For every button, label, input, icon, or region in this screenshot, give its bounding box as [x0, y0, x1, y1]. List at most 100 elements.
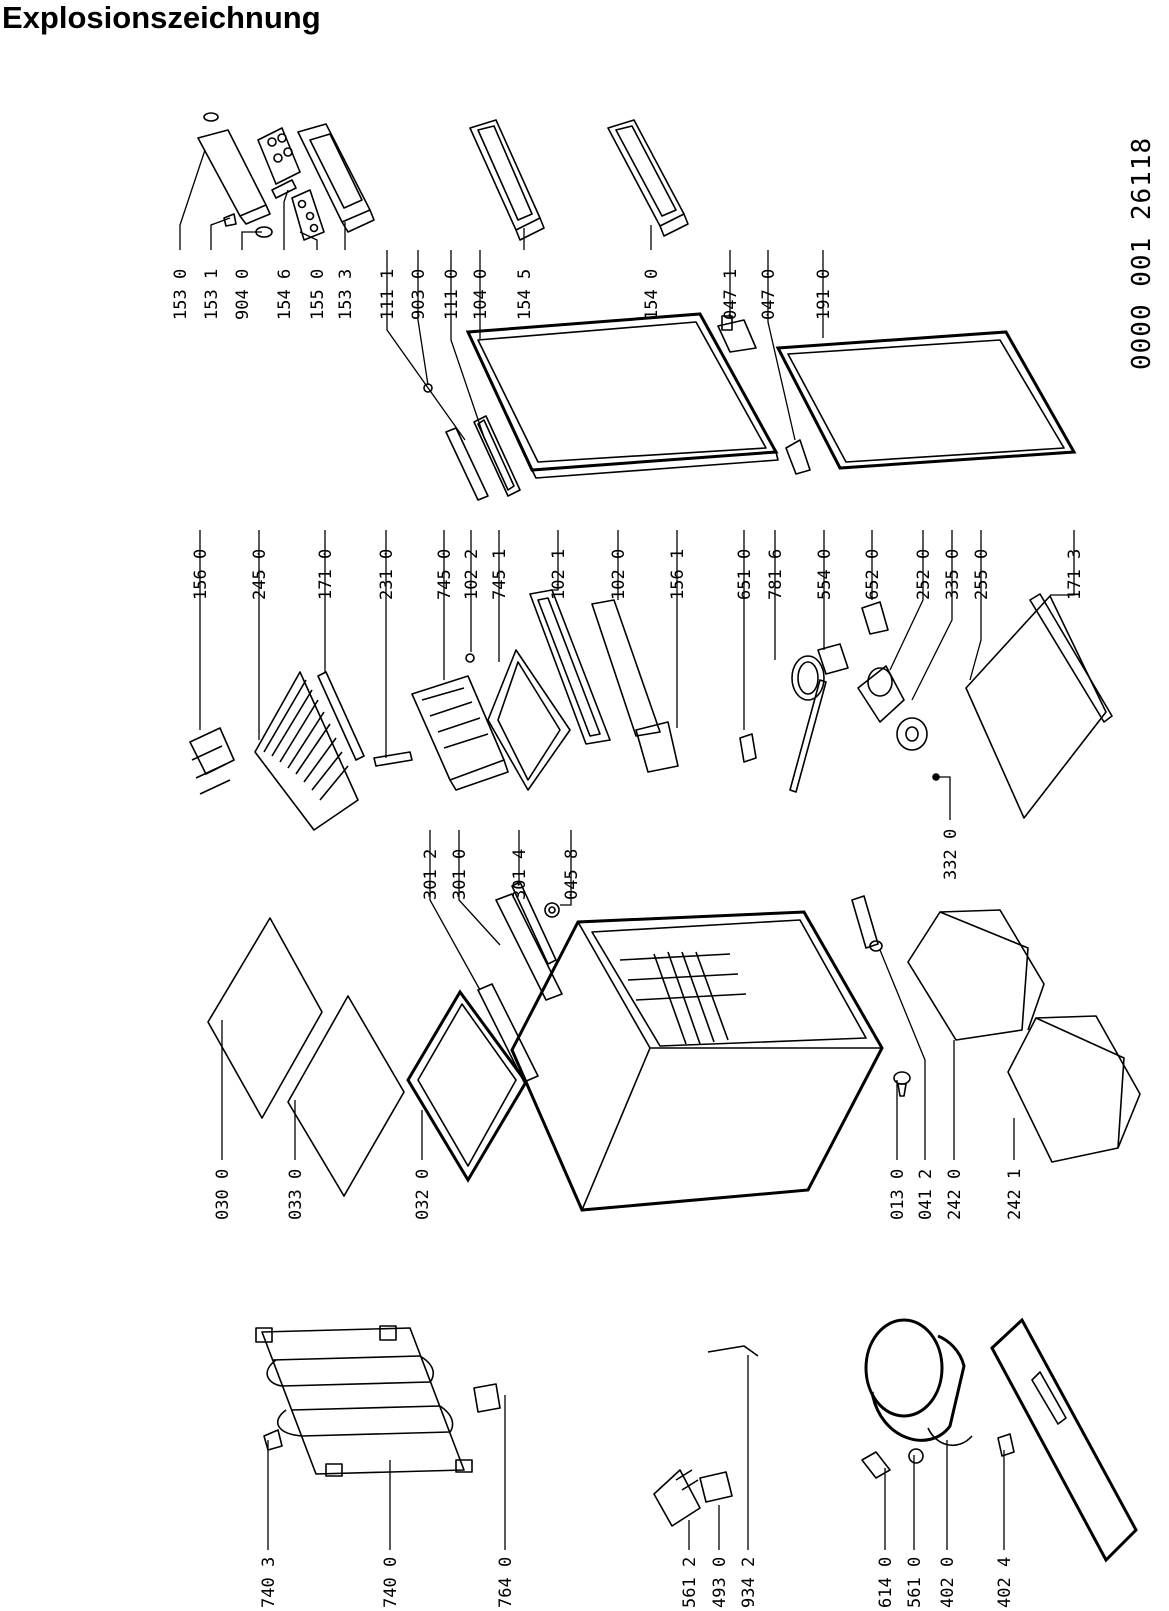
wire-shelf-245-0 — [254, 671, 359, 831]
hinge-pin-045-8 — [544, 902, 560, 918]
foot-041-2 — [869, 940, 883, 952]
label-154-6: 154 6 — [275, 269, 295, 320]
overload-493-0 — [699, 1471, 733, 1503]
flap-102-0 — [591, 599, 661, 737]
box-156-1 — [635, 721, 679, 773]
grommet-614-0 — [861, 1451, 891, 1479]
crisper-242-1 — [1007, 1015, 1141, 1163]
label-934-2: 934 2 — [739, 1557, 759, 1608]
relay-561-2 — [653, 1469, 701, 1527]
label-561-0: 561 0 — [905, 1557, 925, 1608]
label-154-5: 154 5 — [515, 269, 535, 320]
lamp-housing-252-0 — [857, 665, 905, 723]
freezer-door-102-1 — [529, 589, 611, 745]
door-shelf-154-5 — [469, 119, 545, 241]
label-102-2: 102 2 — [462, 549, 482, 600]
worktop-032-0 — [406, 989, 528, 1183]
label-561-2: 561 2 — [680, 1557, 700, 1608]
door-shelf-154-0 — [607, 119, 689, 237]
label-102-0: 102 0 — [609, 549, 629, 600]
label-402-0: 402 0 — [938, 1557, 958, 1608]
label-652-0: 652 0 — [863, 549, 883, 600]
label-153-1: 153 1 — [202, 269, 222, 320]
drip-tray-745-1 — [487, 649, 571, 791]
strip-301-0 — [495, 893, 563, 1001]
label-554-0: 554 0 — [815, 549, 835, 600]
label-191-0: 191 0 — [814, 269, 834, 320]
rod-781-6 — [789, 679, 827, 793]
egg-tray-155-0 — [291, 189, 325, 241]
screw-903-0 — [423, 383, 433, 393]
hinge-plate-041-2 — [851, 895, 879, 949]
label-740-3: 740 3 — [259, 1557, 279, 1608]
seal-301-2 — [477, 983, 539, 1083]
label-155-0: 155 0 — [308, 269, 328, 320]
filter-dryer-764-0 — [473, 1383, 501, 1413]
label-171-3: 171 3 — [1065, 549, 1085, 600]
clip-231-0 — [373, 751, 413, 767]
label-493-0: 493 0 — [710, 1557, 730, 1608]
door-104-0 — [465, 312, 779, 479]
label-335-0: 335 0 — [943, 549, 963, 600]
cover-plate-030-0 — [207, 917, 323, 1119]
label-047-0: 047 0 — [759, 269, 779, 320]
lamp-651-0 — [739, 733, 757, 763]
label-740-0: 740 0 — [381, 1557, 401, 1608]
compressor-402-0 — [864, 1318, 973, 1447]
page-title: Explosionszeichnung — [2, 0, 321, 35]
label-013-0: 013 0 — [888, 1169, 908, 1220]
label-156-0: 156 0 — [191, 549, 211, 600]
cap-561-0 — [908, 1448, 924, 1464]
label-651-0: 651 0 — [735, 549, 755, 600]
label-032-0: 032 0 — [413, 1169, 433, 1220]
label-252-0: 252 0 — [914, 549, 934, 600]
label-047-1: 047 1 — [721, 269, 741, 320]
handle-cover-111-1 — [445, 427, 489, 501]
base-plate — [990, 1317, 1138, 1563]
knob-335-0 — [896, 717, 928, 751]
label-154-0: 154 0 — [642, 269, 662, 320]
clip-153-1 — [223, 213, 237, 227]
label-764-0: 764 0 — [496, 1557, 516, 1608]
bracket-740-3 — [263, 1429, 283, 1451]
label-904-0: 904 0 — [233, 269, 253, 320]
label-245-0: 245 0 — [250, 549, 270, 600]
shelf-trim-171-3 — [1029, 593, 1113, 723]
cabinet-housing — [510, 910, 884, 1212]
door-rack-153-0 — [197, 112, 271, 225]
label-402-4: 402 4 — [995, 1557, 1015, 1608]
label-781-6: 781 6 — [766, 549, 786, 600]
label-111-1: 111 1 — [378, 269, 398, 320]
switch-652-0 — [861, 601, 889, 635]
foot-013-0 — [893, 1071, 911, 1097]
label-745-0: 745 0 — [435, 549, 455, 600]
label-111-0: 111 0 — [442, 269, 462, 320]
hinge-cover-047-0 — [785, 439, 811, 475]
label-153-3: 153 3 — [336, 269, 356, 320]
door-seal-191-0 — [775, 330, 1077, 470]
label-104-0: 104 0 — [471, 269, 491, 320]
screw-102-2 — [465, 653, 475, 663]
label-033-0: 033 0 — [286, 1169, 306, 1220]
label-614-0: 614 0 — [876, 1557, 896, 1608]
wire-934-2 — [707, 1345, 759, 1357]
label-301-0: 301 0 — [450, 849, 470, 900]
label-301-4: 301 4 — [510, 849, 530, 900]
label-102-1: 102 1 — [549, 549, 569, 600]
label-332-0: 332 0 — [941, 829, 961, 880]
clip-402-4 — [997, 1433, 1015, 1457]
evaporator-745-0 — [411, 675, 509, 791]
strip-301-4 — [511, 881, 557, 965]
cover-plate-033-0 — [287, 995, 405, 1197]
label-301-2: 301 2 — [421, 849, 441, 900]
thermostat-554-0 — [791, 643, 849, 701]
leader-lines — [179, 149, 1075, 1550]
washer-904-0 — [255, 226, 273, 238]
ice-tray-156-0 — [189, 727, 235, 795]
label-255-0: 255 0 — [972, 549, 992, 600]
egg-tray-154-6 — [257, 127, 301, 199]
part-labels: 153 0 153 1 904 0 154 6 155 0 153 3 111 … — [171, 269, 1085, 1608]
butter-box-153-3 — [297, 123, 375, 233]
document-number: 0000 001 26118 — [1127, 137, 1157, 370]
